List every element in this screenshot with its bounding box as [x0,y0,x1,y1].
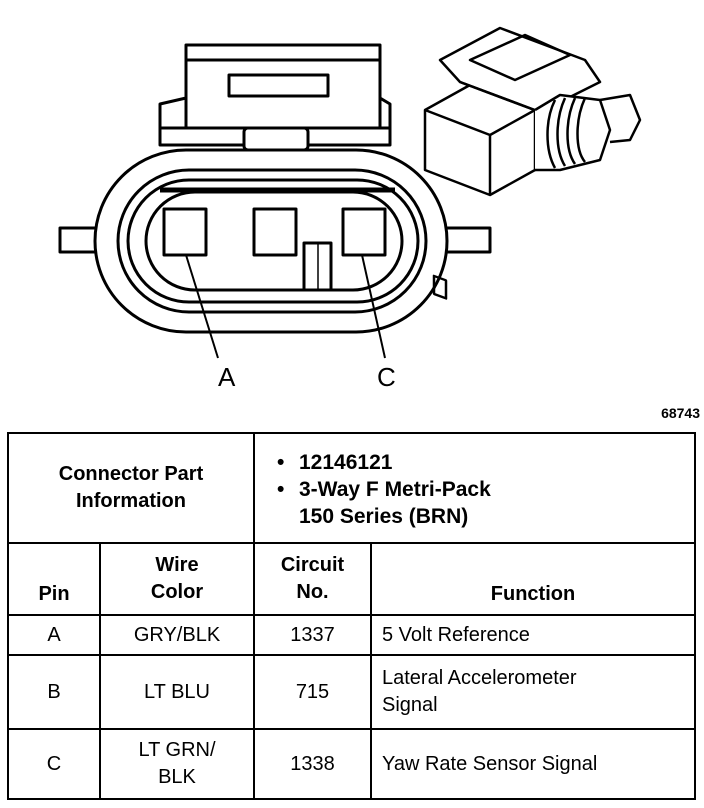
pin-cavity-c [341,207,387,257]
circuit-cell: 715 [253,654,372,730]
function-cell: Yaw Rate Sensor Signal [370,728,696,800]
wire-color-cell: GRY/BLK [99,614,255,656]
connector-latch [158,43,392,152]
connector-3d-view [423,26,642,300]
table-row: C LT GRN/ BLK 1338 Yaw Rate Sensor Signa… [7,728,696,800]
pin-cell: B [7,654,101,730]
connector-outer-shell [93,148,449,334]
connector-part-info: 12146121 3-Way F Metri-Pack 150 Series (… [253,432,696,544]
pin-cell: A [7,614,101,656]
connector-diagram: A C [58,26,642,392]
circuit-cell: 1337 [253,614,372,656]
wire-color-cell: LT BLU [99,654,255,730]
table-row: B LT BLU 715 Lateral Accelerometer Signa… [7,654,696,730]
col-header-circuit: Circuit No. [253,542,372,616]
circuit-cell: 1338 [253,728,372,800]
connector-table: Connector Part Information 12146121 3-Wa… [7,432,696,800]
pin-cell: C [7,728,101,800]
part-description: 3-Way F Metri-Pack 150 Series (BRN) [277,476,694,530]
col-header-wire-color: Wire Color [99,542,255,616]
col-header-pin: Pin [7,542,101,616]
pin-label-c: C [377,362,396,392]
col-header-function: Function [370,542,696,616]
figure-number: 68743 [661,405,700,421]
wire-color-cell: LT GRN/ BLK [99,728,255,800]
function-cell: 5 Volt Reference [370,614,696,656]
pin-cavity-b [252,207,298,257]
pin-cavity-a [162,207,208,257]
connector-part-info-label: Connector Part Information [7,432,255,544]
pin-label-a: A [218,362,236,392]
function-cell: Lateral Accelerometer Signal [370,654,696,730]
table-row: A GRY/BLK 1337 5 Volt Reference [7,614,696,656]
leader-line-c [361,254,386,359]
leader-line-a [185,254,219,359]
part-number: 12146121 [277,449,694,476]
